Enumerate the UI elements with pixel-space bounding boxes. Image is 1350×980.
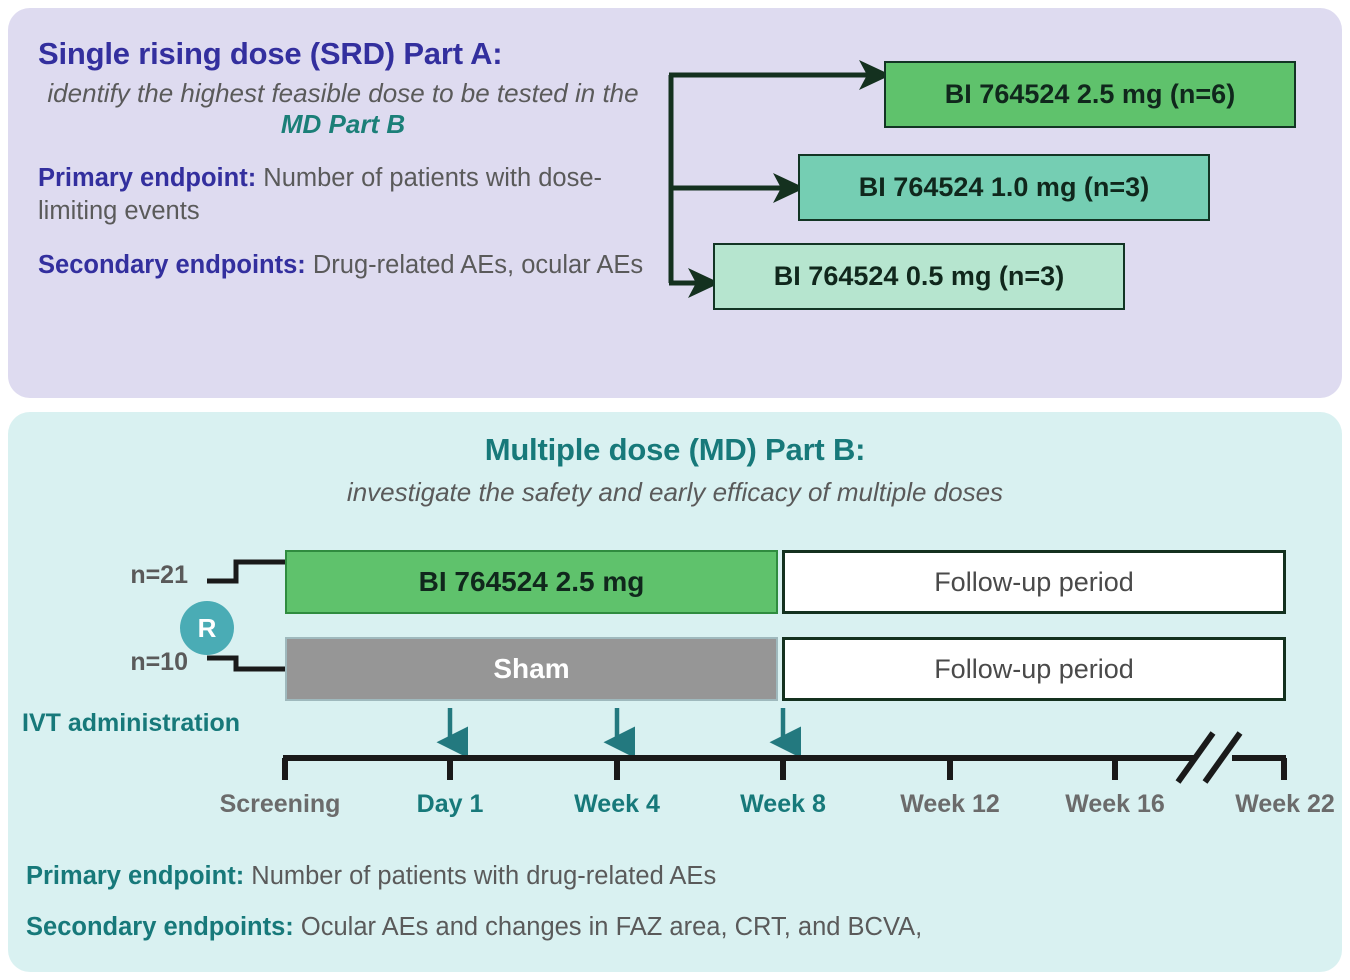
part-a-subtitle: identify the highest feasible dose to be… [38, 78, 648, 140]
randomization-icon: R [180, 601, 234, 655]
timeline-label-week4: Week 4 [574, 790, 660, 818]
timeline-label-week12: Week 12 [900, 790, 1000, 818]
study-timeline-axis [282, 708, 1287, 784]
timeline-label-week8: Week 8 [740, 790, 826, 818]
part-b-secondary-text: Ocular AEs and changes in FAZ area, CRT,… [293, 913, 923, 941]
part-a-dose-escalation-arrows [668, 60, 892, 298]
part-b-title: Multiple dose (MD) Part B: [484, 432, 866, 467]
timeline-label-screening: Screening [219, 790, 341, 818]
part-a-subtitle-highlight: MD Part B [280, 108, 406, 139]
dose-arm-box-2-5mg: BI 764524 2.5 mg (n=6) [884, 61, 1296, 128]
part-a-secondary-label: Secondary endpoints: [38, 251, 306, 280]
followup-bar-sham: Follow-up period [782, 637, 1286, 701]
timeline-label-week22: Week 22 [1235, 790, 1335, 818]
randomization-connector-lines [207, 559, 285, 672]
part-a-primary-endpoint: Primary endpoint: Number of patients wit… [38, 162, 648, 227]
dose-arm-box-0-5mg: BI 764524 0.5 mg (n=3) [713, 243, 1125, 310]
timeline-label-week16: Week 16 [1065, 790, 1165, 818]
dose-arm-box-1-0mg: BI 764524 1.0 mg (n=3) [798, 154, 1210, 221]
part-a-panel: Single rising dose (SRD) Part A: identif… [8, 8, 1342, 398]
arm-n-label-drug: n=21 [130, 561, 188, 589]
part-b-primary-endpoint: Primary endpoint: Number of patients wit… [26, 862, 716, 891]
arm-n-label-sham: n=10 [130, 648, 188, 676]
part-b-subtitle: investigate the safety and early efficac… [346, 477, 1004, 507]
part-a-primary-label: Primary endpoint: [38, 164, 257, 193]
treatment-bar-sham: Sham [285, 637, 778, 701]
part-b-primary-label: Primary endpoint: [26, 862, 245, 890]
part-b-secondary-endpoint: Secondary endpoints: Ocular AEs and chan… [26, 913, 922, 942]
axis-break-slash-2 [1202, 731, 1243, 784]
part-a-secondary-endpoint: Secondary endpoints: Drug-related AEs, o… [38, 249, 648, 282]
part-a-secondary-text: Drug-related AEs, ocular AEs [305, 251, 644, 280]
part-b-secondary-label: Secondary endpoints: [26, 913, 294, 941]
treatment-bar-drug: BI 764524 2.5 mg [285, 550, 778, 614]
part-a-subtitle-lead: identify the highest feasible dose to be… [47, 77, 639, 108]
part-a-primary-text: Number of patients with dose-limiting ev… [38, 164, 603, 225]
part-a-text-column: Single rising dose (SRD) Part A: identif… [38, 36, 648, 282]
part-b-primary-text: Number of patients with drug-related AEs [244, 862, 717, 890]
axis-break-slash-1 [1175, 731, 1216, 784]
part-a-title: Single rising dose (SRD) Part A: [38, 36, 503, 71]
followup-bar-drug: Follow-up period [782, 550, 1286, 614]
ivt-administration-label: IVT administration [22, 709, 241, 737]
timeline-label-day1: Day 1 [416, 790, 484, 818]
